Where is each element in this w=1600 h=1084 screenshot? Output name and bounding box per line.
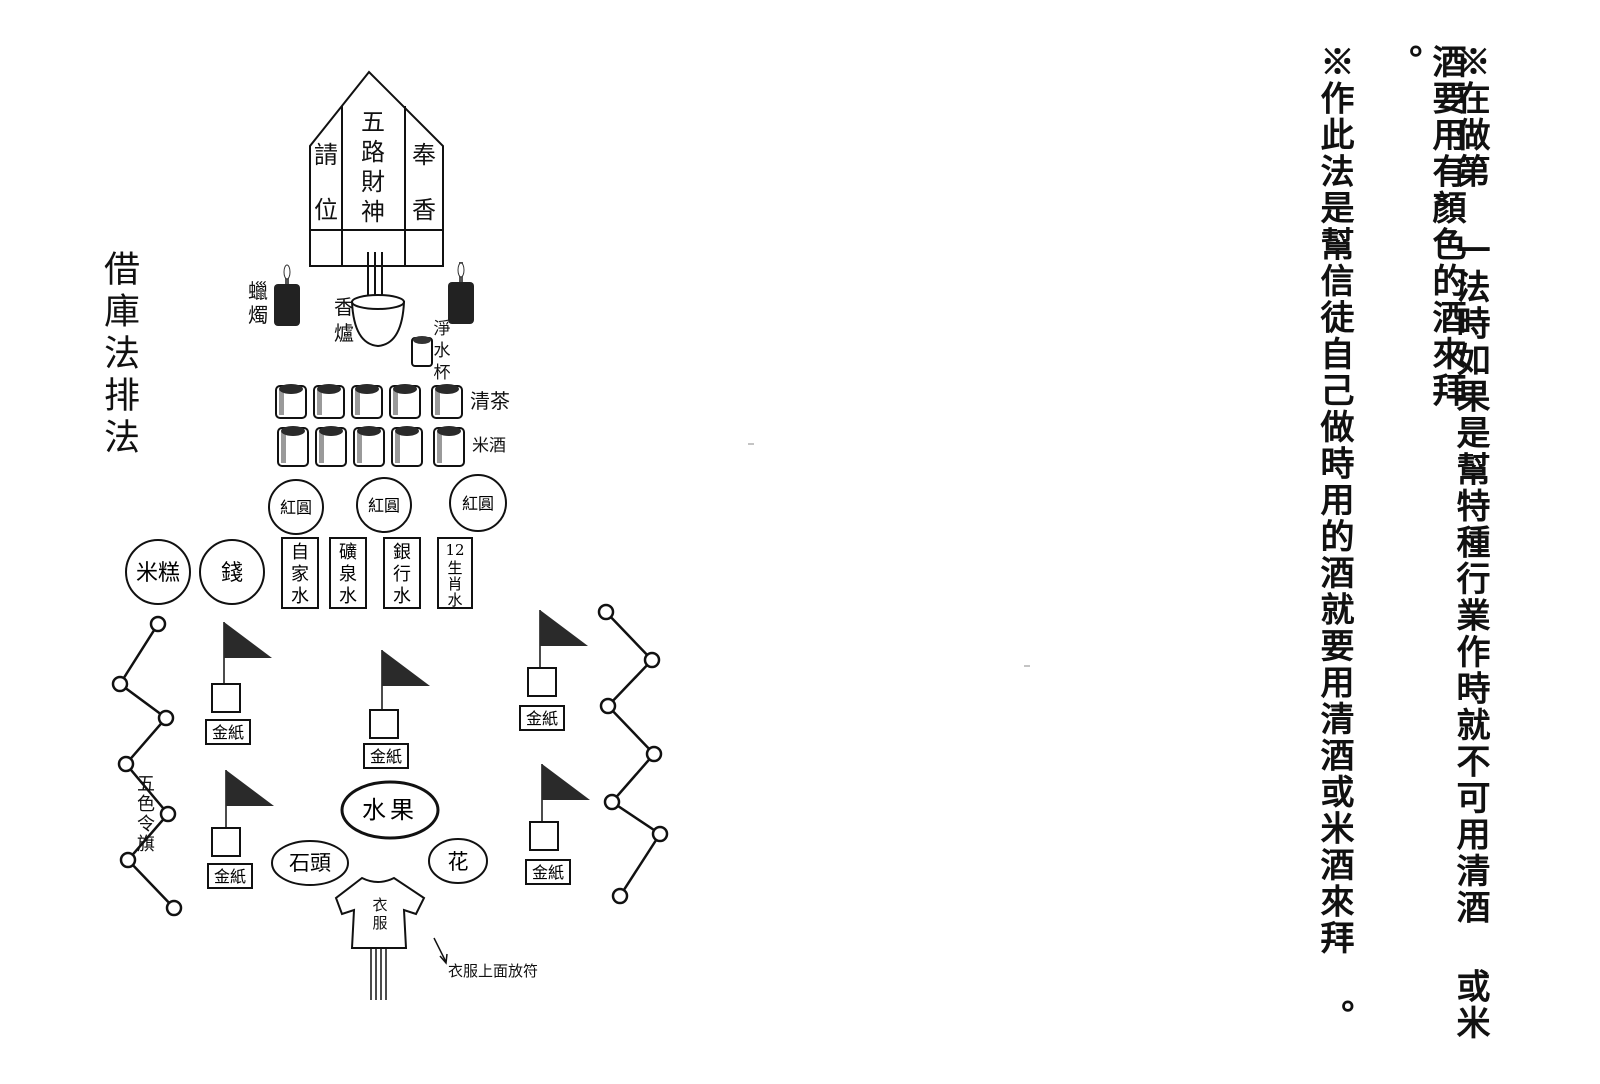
gold-paper-label: 金紙: [212, 723, 244, 742]
flag-icon: [540, 610, 588, 646]
svg-text:米糕: 米糕: [136, 561, 180, 586]
tea-cup: [313, 384, 345, 419]
gold-paper-station: 金紙: [363, 650, 430, 769]
censer: [350, 294, 406, 348]
svg-text:紅圓: 紅圓: [368, 496, 400, 515]
gold-paper-station: 金紙: [205, 622, 272, 745]
money: 錢: [199, 539, 265, 605]
gold-paper-station: 金紙: [207, 770, 274, 889]
candle-label: 蠟燭: [248, 279, 268, 327]
clothes: [334, 876, 426, 1000]
flag-icon: [382, 650, 430, 686]
rice-wine-cup: [353, 426, 385, 467]
red-round-3: 紅圓: [449, 474, 507, 532]
diagram-title: 借庫法排法: [98, 250, 139, 460]
candle-left: [274, 264, 300, 326]
rice-wine-cup: [315, 426, 347, 467]
stone: 石頭: [271, 840, 349, 886]
tea-cups: [275, 384, 463, 419]
svg-text:紅圓: 紅圓: [462, 494, 494, 513]
mineral-water-box: 礦泉水: [329, 537, 367, 609]
altar-left-text: 請位: [314, 141, 338, 224]
tea-label: 清茶: [470, 389, 510, 413]
flag-icon: [224, 622, 272, 658]
fruit: 水果: [340, 780, 440, 840]
clothes-label: 衣服: [372, 896, 387, 932]
rice-wine-cup: [433, 426, 465, 467]
tea-cup: [275, 384, 307, 419]
svg-text:錢: 錢: [221, 561, 243, 586]
rice-wine-cup: [391, 426, 423, 467]
svg-text:自家水: 自家水: [291, 542, 309, 607]
svg-text:水果: 水果: [362, 796, 418, 824]
gold-paper-station: 金紙: [525, 764, 590, 885]
altar-tablet: [309, 70, 444, 267]
five-color-flags-label: 五色令旗: [137, 774, 155, 855]
five-color-flag-right: [597, 603, 669, 905]
rice-cake: 米糕: [125, 539, 191, 605]
svg-text:銀行水: 銀行水: [393, 542, 411, 607]
gold-paper-label: 金紙: [532, 863, 564, 882]
red-round-1: 紅圓: [268, 479, 324, 535]
note-line-3: ※作此法是幫信徒自己做時用的酒就要用清酒或米酒來拜 。: [1314, 44, 1354, 1036]
flower: 花: [428, 838, 488, 884]
gold-paper-label: 金紙: [370, 747, 402, 766]
gold-paper-label: 金紙: [526, 709, 558, 728]
red-round-2: 紅圓: [356, 477, 412, 533]
water-cup-label: 淨水杯: [434, 319, 451, 383]
flag-icon: [226, 770, 274, 806]
note-line-1: ※在做第 一法時如果是幫特種行業作時就不可用清酒 或米: [1450, 44, 1490, 1042]
censer-label: 香爐: [334, 295, 354, 345]
svg-text:石頭: 石頭: [289, 851, 331, 875]
tea-cup: [431, 384, 463, 419]
rice-wine-cups: [277, 426, 465, 467]
clothes-note: 衣服上面放符: [448, 962, 538, 980]
rice-wine-label: 米酒: [472, 436, 506, 456]
candle-right: [448, 262, 474, 324]
note-line-2: 酒要用有顏色的酒來拜 。: [1382, 44, 1466, 409]
flag-icon: [542, 764, 590, 800]
svg-text:礦泉水: 礦泉水: [339, 542, 357, 607]
rice-wine-cup: [277, 426, 309, 467]
water-cup: [411, 336, 433, 367]
tea-cup: [351, 384, 383, 419]
gold-paper-station: 金紙: [519, 610, 588, 731]
bank-water-box: 銀行水: [383, 537, 421, 609]
gold-paper-stations: 金紙金紙金紙金紙金紙: [205, 610, 590, 889]
svg-text:紅圓: 紅圓: [280, 498, 312, 517]
five-color-flag-left: [111, 615, 183, 917]
altar-right-text: 奉香: [412, 141, 436, 224]
clothes-note-arrow: [433, 937, 448, 965]
gold-paper-label: 金紙: [214, 867, 246, 886]
home-water-box: 自家水: [281, 537, 319, 609]
tea-cup: [389, 384, 421, 419]
altar-center-text: 五路財神: [361, 108, 385, 226]
svg-text:花: 花: [448, 850, 469, 874]
